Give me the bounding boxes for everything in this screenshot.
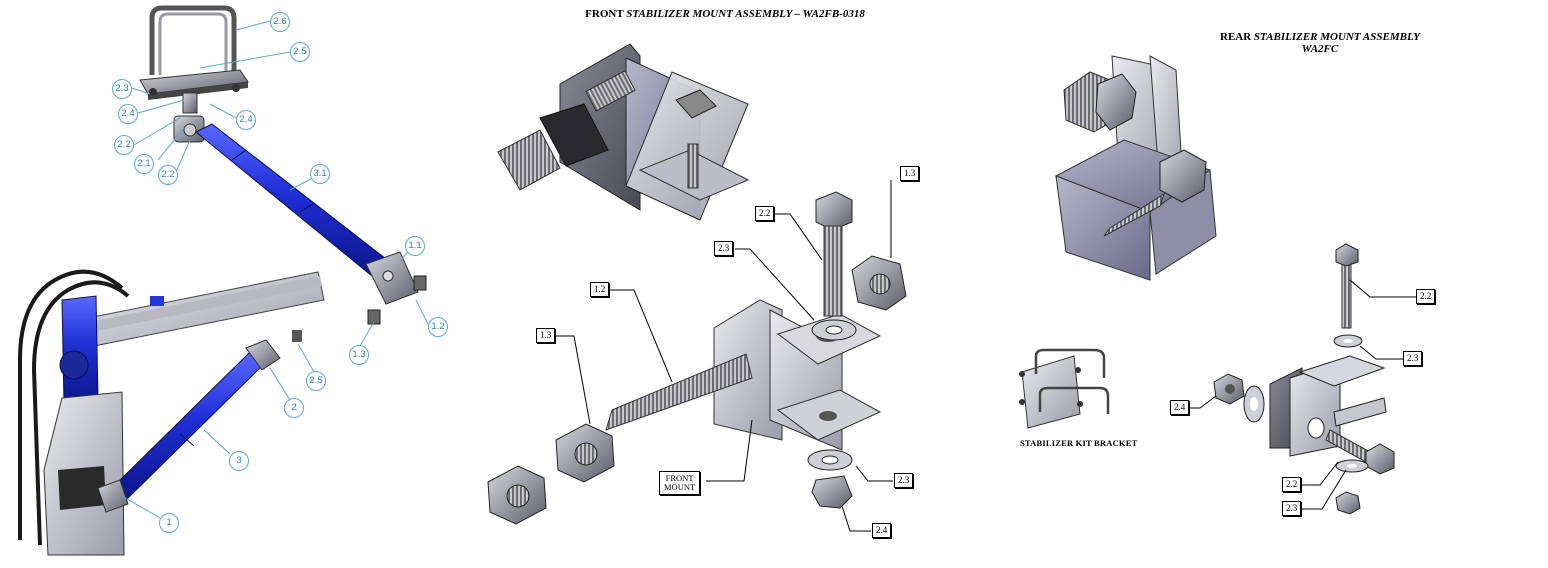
rear-assembly-title: REAR STABILIZER MOUNT ASSEMBLY WA2FC — [1200, 31, 1440, 55]
callout-2-1: 2.1 — [134, 154, 154, 174]
rear-mount-exploded-render — [1213, 243, 1395, 515]
left-assembly-render — [18, 5, 427, 556]
front-mount-inset-render — [497, 43, 750, 221]
rear-callout-2-3-bottom: 2.3 — [1282, 501, 1302, 516]
front-assembly-title: FRONT STABILIZER MOUNT ASSEMBLY – WA2FB-… — [560, 8, 890, 20]
front-title-prefix: FRONT — [585, 8, 627, 20]
front-callout-2-2: 2.2 — [755, 206, 775, 221]
front-mount-label-line2: MOUNT — [664, 482, 696, 492]
rear-mount-inset-render — [1054, 55, 1217, 281]
front-title-italic: STABILIZER MOUNT ASSEMBLY – WA2FB-0318 — [626, 8, 865, 20]
stabilizer-kit-bracket-caption: STABILIZER KIT BRACKET — [1020, 438, 1138, 448]
front-mount-label-line1: FRONT — [665, 473, 694, 483]
u-bolt-bracket — [139, 5, 249, 114]
callout-1-2: 1.2 — [428, 317, 448, 337]
callout-2-2-lower: 2.2 — [158, 165, 178, 185]
callout-2-5-bottom: 2.5 — [306, 371, 326, 391]
front-leader-lines — [554, 180, 893, 532]
upper-cylinder — [195, 123, 391, 277]
stabilizer-kit-bracket-render — [1019, 348, 1110, 429]
callout-2-2-upper: 2.2 — [114, 135, 134, 155]
front-callout-1-3-top: 1.3 — [900, 166, 920, 181]
callout-1: 1 — [159, 513, 179, 533]
callout-2-3: 2.3 — [112, 79, 132, 99]
rear-title-prefix: REAR — [1220, 31, 1254, 43]
front-mount-label: FRONT MOUNT — [659, 471, 701, 495]
callout-2: 2 — [284, 398, 304, 418]
callout-1-3: 1.3 — [349, 345, 369, 365]
front-callout-2-4: 2.4 — [872, 523, 892, 538]
rear-callout-2-2-top: 2.2 — [1416, 289, 1436, 304]
front-callout-2-3-top: 2.3 — [714, 241, 734, 256]
callout-3-1: 3.1 — [310, 164, 330, 184]
callout-3: 3 — [229, 451, 249, 471]
rear-callout-2-3-top: 2.3 — [1403, 351, 1423, 366]
left-leader-lines — [121, 20, 429, 519]
rear-title-line2: WA2FC — [1301, 43, 1339, 55]
hydraulic-hoses — [18, 269, 130, 546]
front-callout-1-3-left: 1.3 — [536, 328, 556, 343]
front-mount-exploded-render — [487, 191, 907, 525]
rear-title-italic: STABILIZER MOUNT ASSEMBLY — [1253, 31, 1420, 43]
rear-callout-2-4: 2.4 — [1170, 400, 1190, 415]
front-callout-1-2: 1.2 — [590, 282, 610, 297]
callout-2-6: 2.6 — [270, 12, 290, 32]
rear-callout-2-2-bottom: 2.2 — [1282, 477, 1302, 492]
callout-2-4-right: 2.4 — [236, 110, 256, 130]
lower-cylinder — [111, 351, 265, 501]
callout-2-5-top: 2.5 — [290, 42, 310, 62]
callout-2-4-left: 2.4 — [118, 104, 138, 124]
rear-leader-lines — [1190, 279, 1416, 510]
front-callout-2-3-bottom: 2.3 — [894, 473, 914, 488]
callout-1-1: 1.1 — [405, 236, 425, 256]
